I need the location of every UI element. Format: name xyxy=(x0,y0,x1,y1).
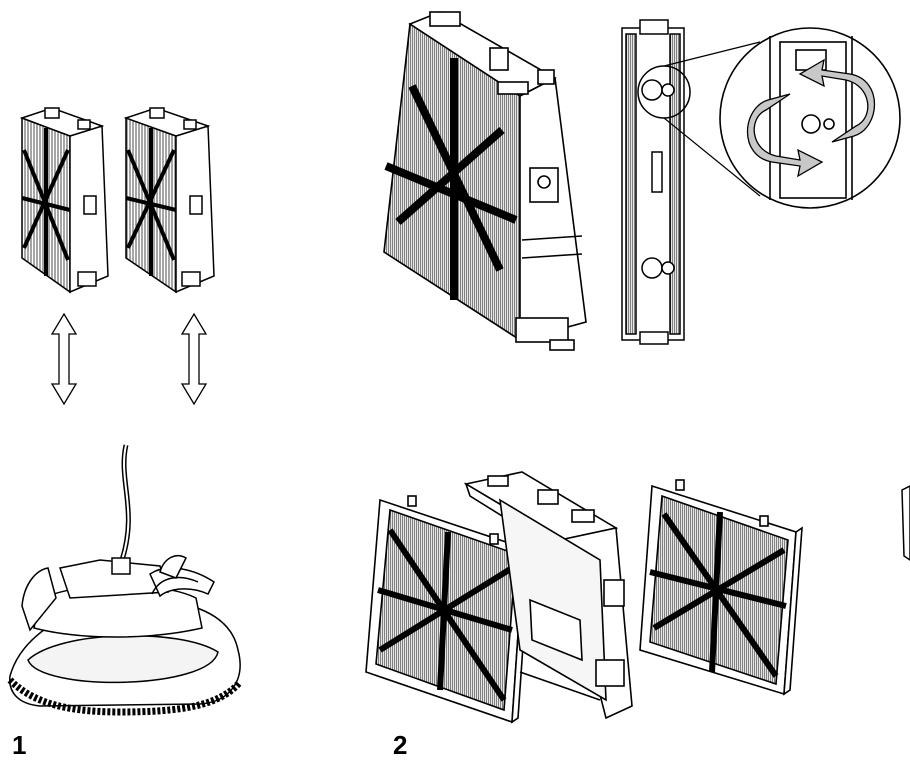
canister-top-view xyxy=(621,19,691,345)
double-arrow-icon xyxy=(180,312,208,406)
rotate-arrow-icon xyxy=(747,58,875,178)
step-number-1: 1 xyxy=(12,730,27,760)
filter-panel-right xyxy=(639,479,803,696)
small-filter-left xyxy=(19,107,109,294)
filter-panel-left xyxy=(365,495,531,724)
canister-frame xyxy=(463,471,633,720)
large-filter-canister xyxy=(383,11,587,351)
small-filter-right xyxy=(123,107,215,294)
zoom-detail xyxy=(719,27,901,209)
zoom-leader-lines xyxy=(663,41,761,197)
cropped-edge-element xyxy=(901,485,910,561)
double-arrow-icon xyxy=(50,312,78,406)
pool-robot xyxy=(7,444,243,716)
step-number-2: 2 xyxy=(393,730,408,760)
